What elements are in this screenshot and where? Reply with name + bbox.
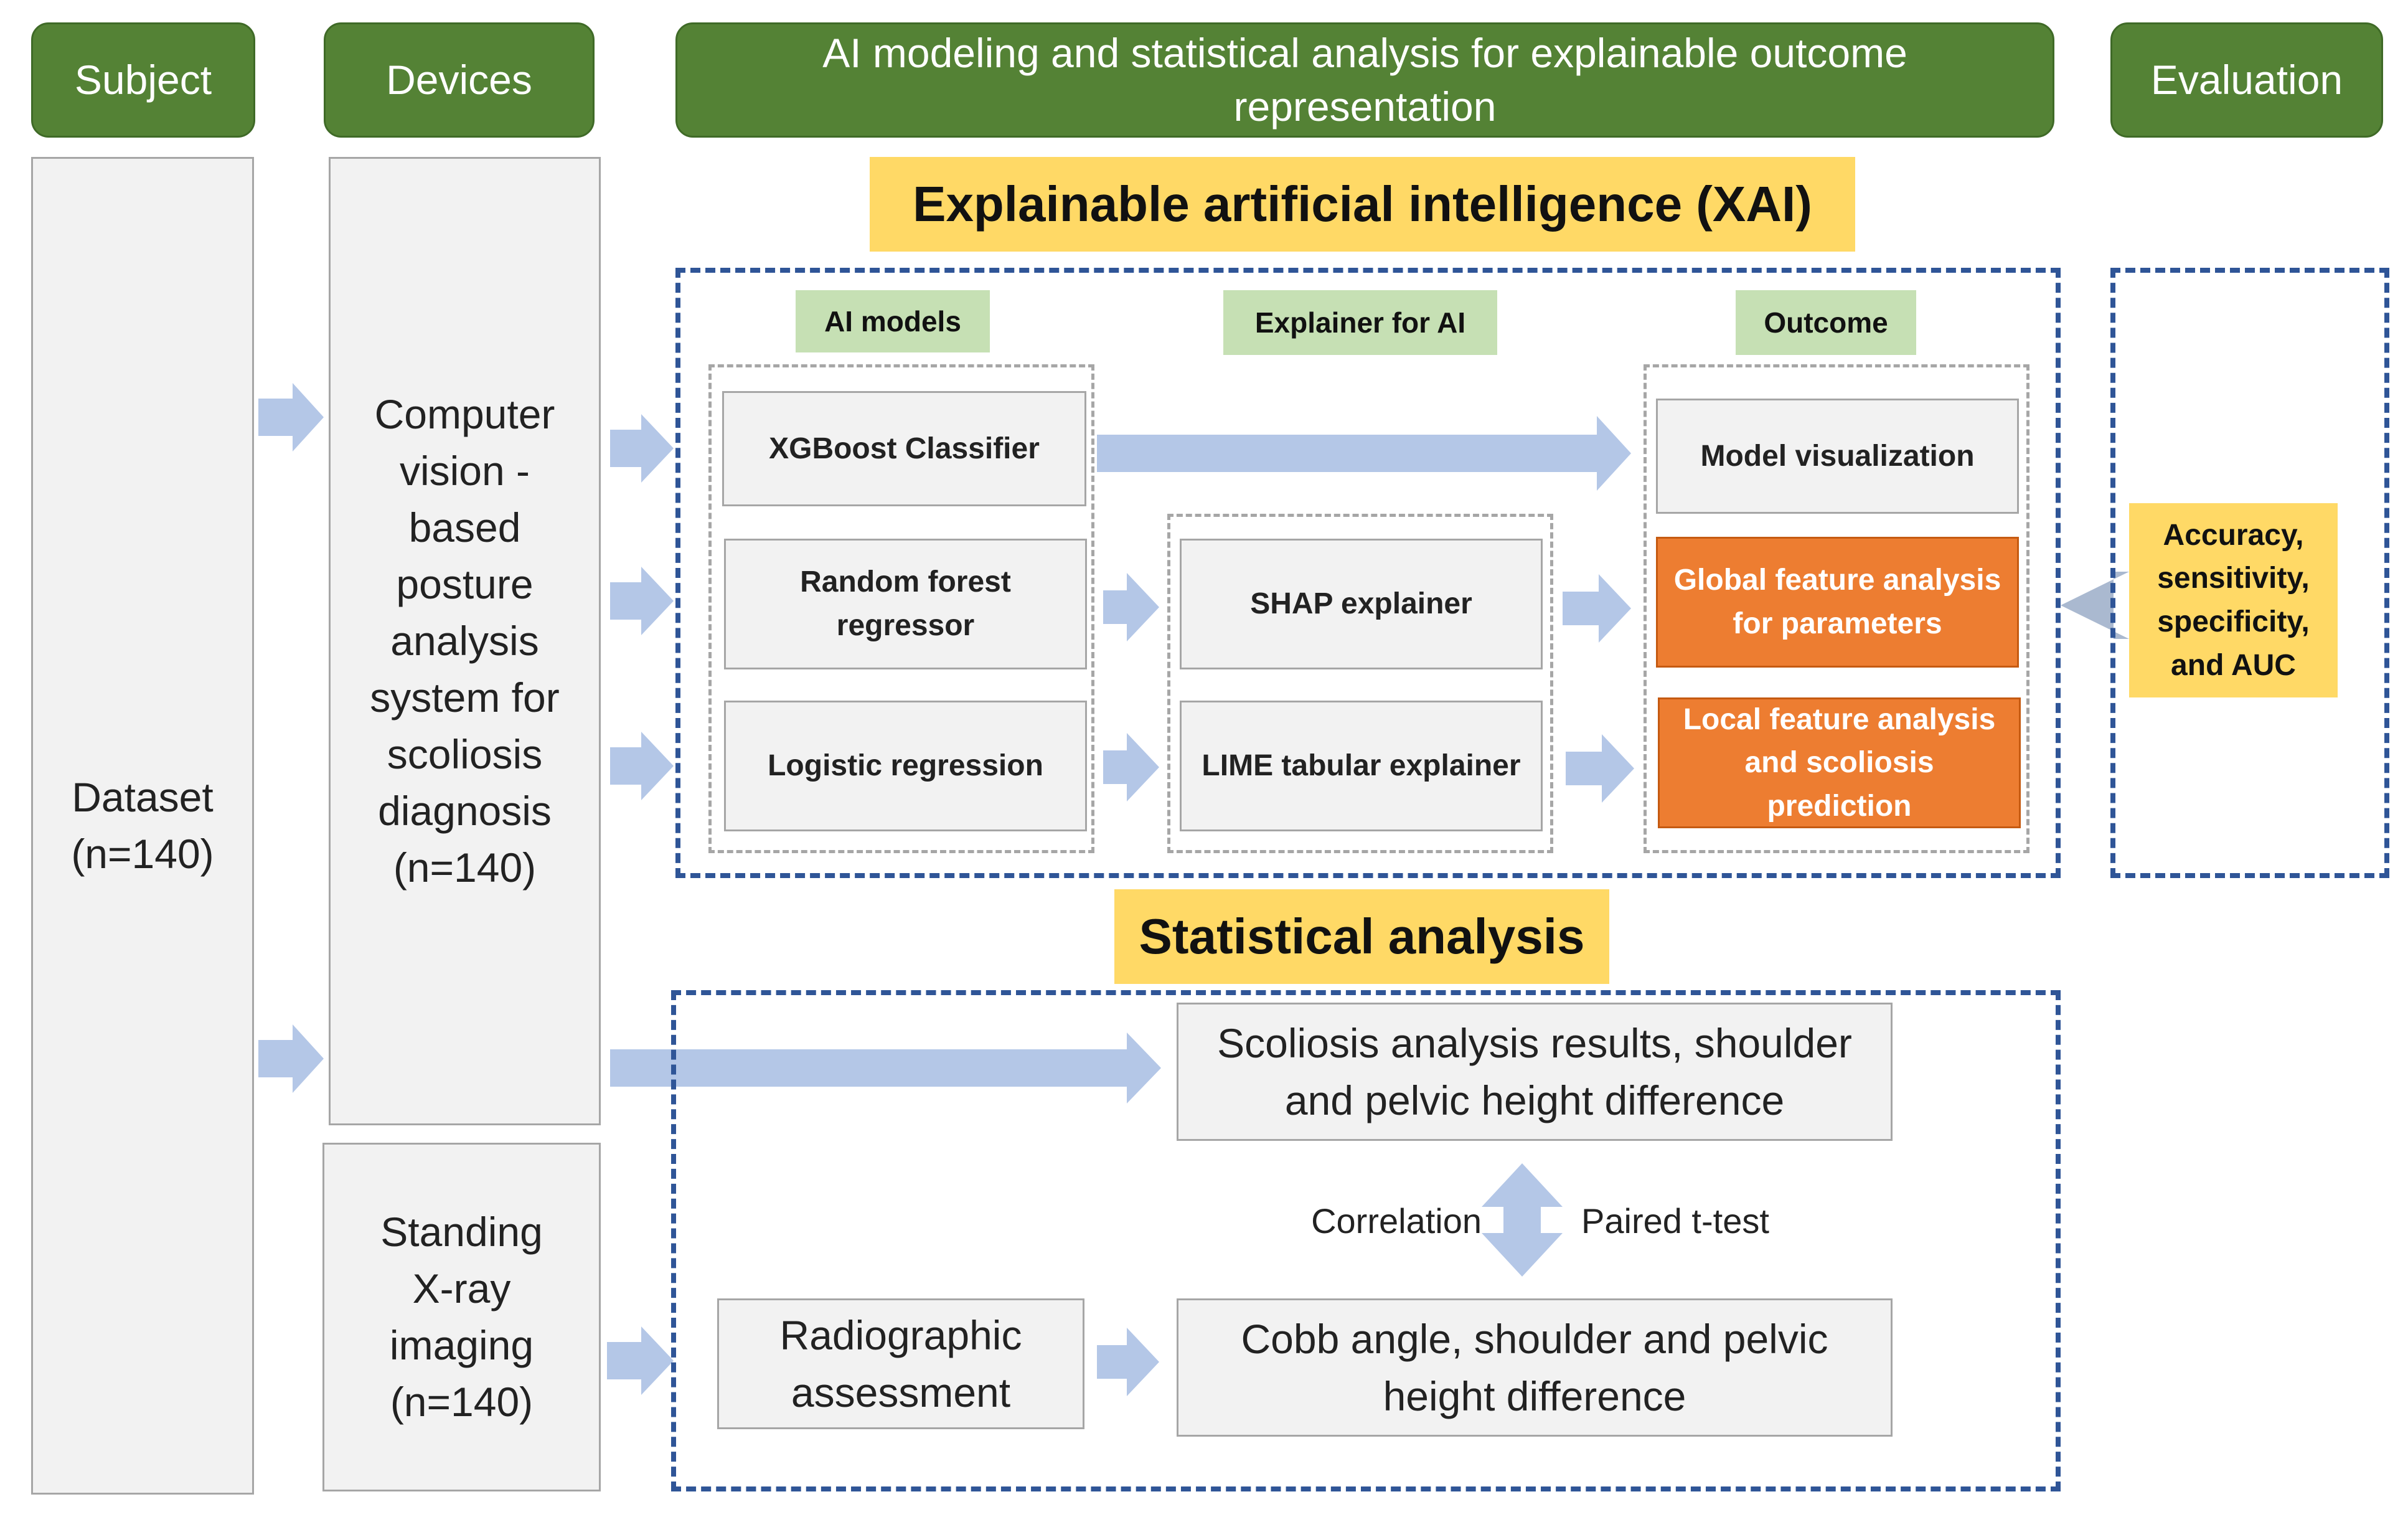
- xray-label: Standing X-ray imaging (n=140): [380, 1208, 543, 1425]
- arrow-subject-to-cv: [258, 383, 324, 451]
- outcomes-group: [1644, 364, 2029, 853]
- explainer-shap-label: SHAP explainer: [1250, 587, 1472, 621]
- dataset-box: Dataset (n=140): [31, 157, 254, 1495]
- computer-vision-box: Computer vision -based posture analysis …: [329, 157, 601, 1125]
- paired-ttest-label: Paired t-test: [1581, 1201, 1769, 1241]
- correlation-label: Correlation: [1311, 1201, 1482, 1241]
- label-explainer: Explainer for AI: [1223, 290, 1497, 355]
- evaluation-container: [2110, 268, 2389, 878]
- model-xgboost-label: XGBoost Classifier: [769, 432, 1040, 465]
- model-logistic-label: Logistic regression: [768, 749, 1043, 783]
- explainer-lime: LIME tabular explainer: [1180, 701, 1543, 831]
- arrow-xray-to-radiographic: [607, 1326, 674, 1395]
- xray-box: Standing X-ray imaging (n=140): [322, 1143, 601, 1491]
- outcome-local-feature-label: Local feature analysis and scoliosis pre…: [1683, 702, 1996, 823]
- cobb-label: Cobb angle, shoulder and pelvic height d…: [1241, 1315, 1828, 1419]
- stats-container: [671, 990, 2061, 1491]
- model-random-forest-label: Random forest regressor: [800, 565, 1011, 642]
- label-ai-models: AI models: [796, 290, 990, 352]
- explainers-group: [1167, 514, 1553, 853]
- xai-title: Explainable artificial intelligence (XAI…: [870, 157, 1855, 252]
- dataset-label: Dataset (n=140): [71, 773, 214, 877]
- cv-results-box: Scoliosis analysis results, shoulder and…: [1177, 1003, 1893, 1141]
- outcome-visualization-label: Model visualization: [1700, 439, 1975, 473]
- arrow-cv-to-xgboost: [610, 414, 674, 483]
- model-logistic: Logistic regression: [724, 701, 1087, 831]
- xai-container: [675, 268, 2061, 878]
- header-modeling: AI modeling and statistical analysis for…: [675, 22, 2054, 138]
- arrow-cv-to-rf: [610, 567, 674, 635]
- outcome-local-feature: Local feature analysis and scoliosis pre…: [1658, 697, 2021, 828]
- cobb-box: Cobb angle, shoulder and pelvic height d…: [1177, 1298, 1893, 1437]
- outcome-global-feature: Global feature analysis for parameters: [1656, 537, 2019, 668]
- outcome-global-feature-label: Global feature analysis for parameters: [1673, 564, 2001, 640]
- outcome-visualization: Model visualization: [1656, 399, 2019, 514]
- cv-results-label: Scoliosis analysis results, shoulder and…: [1217, 1019, 1852, 1123]
- arrow-subject-to-stats: [258, 1024, 324, 1093]
- explainer-lime-label: LIME tabular explainer: [1202, 749, 1521, 783]
- computer-vision-label: Computer vision -based posture analysis …: [370, 390, 560, 891]
- stats-title: Statistical analysis: [1114, 889, 1609, 984]
- header-devices: Devices: [324, 22, 595, 138]
- radiographic-box: Radiographic assessment: [717, 1298, 1084, 1429]
- model-xgboost: XGBoost Classifier: [722, 391, 1086, 506]
- header-evaluation: Evaluation: [2110, 22, 2383, 138]
- arrow-cv-to-logistic: [610, 732, 674, 800]
- radiographic-label: Radiographic assessment: [779, 1311, 1022, 1415]
- model-random-forest: Random forest regressor: [724, 539, 1087, 669]
- explainer-shap: SHAP explainer: [1180, 539, 1543, 669]
- header-subject: Subject: [31, 22, 255, 138]
- evaluation-metrics-label: Accuracy, sensitivity, specificity, and …: [2157, 518, 2310, 682]
- models-group: [708, 364, 1094, 853]
- evaluation-metrics: Accuracy, sensitivity, specificity, and …: [2129, 503, 2338, 697]
- label-outcome: Outcome: [1736, 290, 1916, 355]
